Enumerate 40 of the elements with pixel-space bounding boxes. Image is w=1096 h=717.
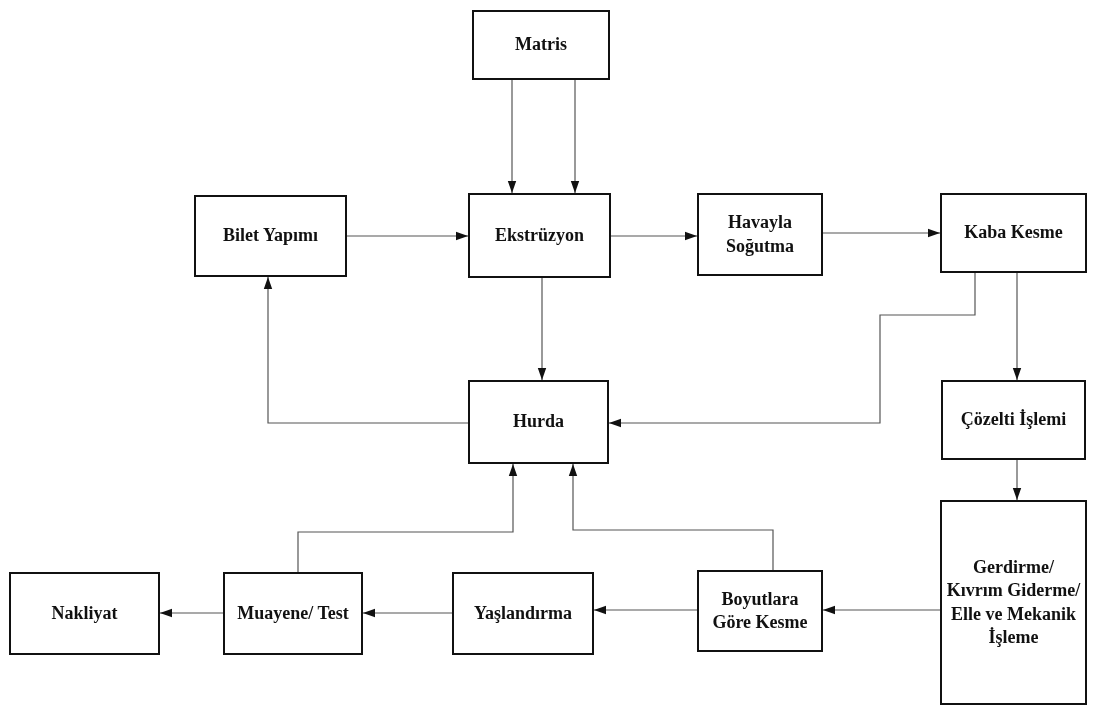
box-label: Muayene/ Test [237,601,349,625]
process-box [941,380,1086,460]
box-label: Yaşlandırma [474,601,572,625]
arrow [346,231,469,241]
process-box [940,500,1087,705]
process-box [194,195,347,277]
process-box [468,380,609,464]
box-label: Ekstrüzyon [495,223,584,247]
box-label: Havayla Soğutma [725,211,795,258]
arrow [608,272,976,428]
arrow [362,608,453,618]
arrow [610,231,698,241]
box-label: Nakliyat [51,601,118,625]
arrow [537,277,547,381]
process-box [472,10,610,80]
process-box [223,572,363,655]
arrow [263,276,469,424]
box-label: Gerdirme/ Kıvrım Giderme/ Elle ve Mekanik İşleme [946,555,1081,649]
arrow [593,605,698,615]
arrow [297,463,518,573]
box-label: Kaba Kesme [964,221,1063,245]
box-label: Matris [515,33,567,57]
arrow [1012,272,1022,381]
process-box [940,193,1087,273]
process-box [697,570,823,652]
process-box [9,572,160,655]
process-box [697,193,823,276]
arrow [568,463,774,571]
arrow [507,79,517,194]
arrow [822,605,941,615]
arrow [570,79,580,194]
box-label: Çözelti İşlemi [960,408,1067,432]
arrow [822,228,941,238]
box-label: Bilet Yapımı [223,224,318,248]
arrow [159,608,224,618]
process-box [468,193,611,278]
arrow [1012,459,1022,501]
box-label: Boyutlara Göre Kesme [711,587,809,634]
box-label: Hurda [513,410,564,434]
process-box [452,572,594,655]
